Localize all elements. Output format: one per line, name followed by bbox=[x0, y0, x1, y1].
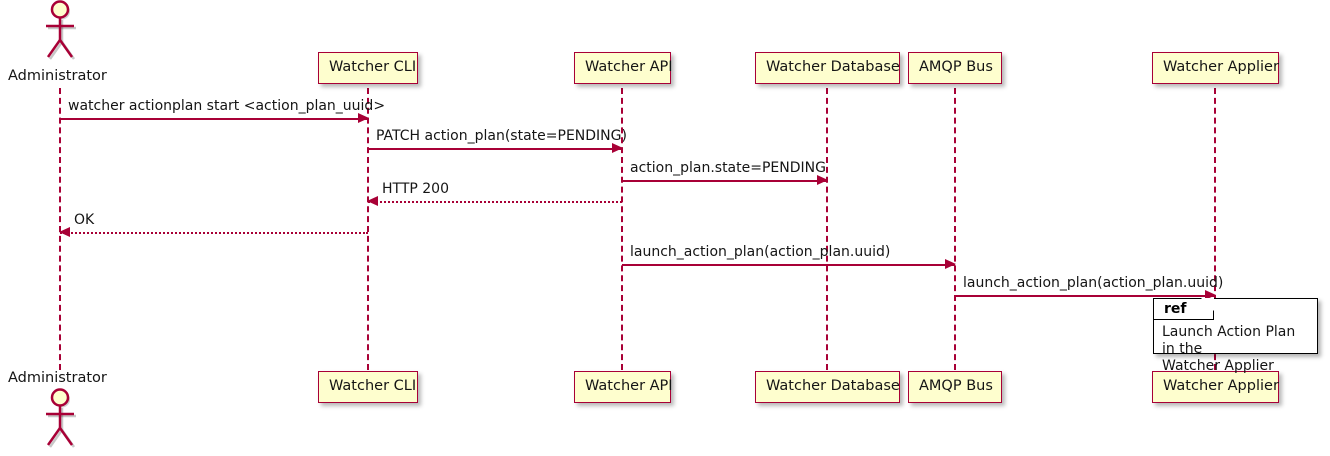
msg-actionplan-start-arrowhead-icon bbox=[358, 113, 369, 123]
lifeline-watcher-cli bbox=[367, 88, 369, 370]
lifeline-watcher-api bbox=[621, 88, 623, 370]
actor-label-administrator-bottom: Administrator bbox=[8, 370, 107, 386]
msg-state-pending-label: action_plan.state=PENDING bbox=[630, 160, 826, 176]
participant-watcher-cli-bottom[interactable]: Watcher CLI bbox=[318, 371, 418, 403]
actor-label-administrator-top: Administrator bbox=[8, 68, 107, 84]
msg-launch-to-bus-line bbox=[622, 264, 955, 266]
participant-watcher-applier-bottom[interactable]: Watcher Applier bbox=[1152, 371, 1279, 403]
lifeline-watcher-applier bbox=[1214, 88, 1216, 370]
msg-patch-action-plan-arrowhead-icon bbox=[612, 143, 623, 153]
msg-http-200-arrowhead-icon bbox=[367, 196, 378, 206]
participant-watcher-database-top[interactable]: Watcher Database bbox=[755, 52, 900, 84]
msg-http-200-label: HTTP 200 bbox=[382, 181, 449, 197]
msg-patch-action-plan-line bbox=[368, 148, 622, 150]
msg-patch-action-plan-label: PATCH action_plan(state=PENDING) bbox=[376, 128, 627, 144]
msg-ok-line bbox=[60, 232, 368, 234]
msg-launch-to-bus-arrowhead-icon bbox=[945, 259, 956, 269]
participant-watcher-api-bottom[interactable]: Watcher API bbox=[574, 371, 673, 403]
ref-launch-action-plan-body-line: Launch Action Plan in the bbox=[1162, 324, 1296, 357]
msg-actionplan-start-line bbox=[60, 118, 368, 120]
participant-watcher-database-bottom[interactable]: Watcher Database bbox=[755, 371, 900, 403]
msg-launch-to-applier-arrowhead-icon bbox=[1205, 290, 1216, 300]
msg-launch-to-applier-label: launch_action_plan(action_plan.uuid) bbox=[963, 275, 1224, 291]
msg-http-200-line bbox=[368, 201, 622, 203]
lifeline-amqp-bus bbox=[954, 88, 956, 370]
msg-state-pending-arrowhead-icon bbox=[817, 175, 828, 185]
participant-amqp-bus-bottom[interactable]: AMQP Bus bbox=[908, 371, 1002, 403]
msg-state-pending-line bbox=[622, 180, 827, 182]
msg-ok-label: OK bbox=[74, 212, 95, 228]
actor-figure-administrator-top bbox=[34, 0, 90, 62]
participant-watcher-api-top[interactable]: Watcher API bbox=[574, 52, 673, 84]
ref-launch-action-plan-operator-tab: ref bbox=[1154, 298, 1214, 320]
msg-ok-arrowhead-icon bbox=[59, 227, 70, 237]
ref-launch-action-plan-body-line: Watcher Applier bbox=[1162, 358, 1274, 374]
actor-figure-administrator-bottom bbox=[34, 388, 90, 450]
participant-watcher-applier-top[interactable]: Watcher Applier bbox=[1152, 52, 1279, 84]
msg-actionplan-start-label: watcher actionplan start <action_plan_uu… bbox=[68, 98, 386, 114]
participant-amqp-bus-top[interactable]: AMQP Bus bbox=[908, 52, 1002, 84]
msg-launch-to-applier-line bbox=[955, 295, 1215, 297]
participant-watcher-cli-top[interactable]: Watcher CLI bbox=[318, 52, 418, 84]
msg-launch-to-bus-label: launch_action_plan(action_plan.uuid) bbox=[630, 244, 891, 260]
lifeline-watcher-database bbox=[826, 88, 828, 370]
